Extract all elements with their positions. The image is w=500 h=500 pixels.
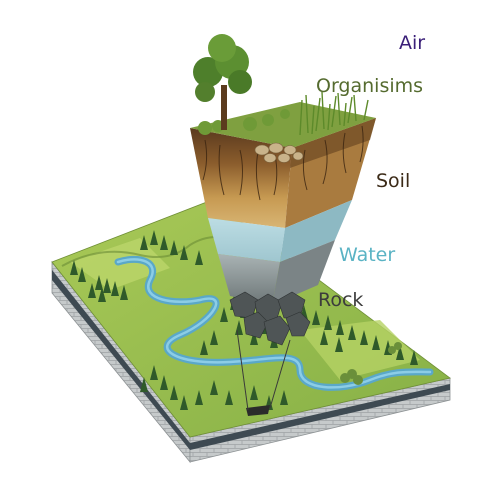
bedrock-strip (52, 270, 190, 450)
rock-label: Rock (318, 289, 364, 311)
rock-layer-front (218, 254, 280, 305)
water-label: Water (339, 244, 396, 266)
pebbles (254, 142, 304, 163)
organisms-label: Organisims (316, 75, 424, 97)
sinkhole-line-left (236, 329, 249, 411)
hills (61, 235, 236, 267)
bushes (340, 342, 402, 385)
rock-boulders (229, 291, 311, 346)
sinkhole-line-right (269, 339, 291, 409)
tree (193, 34, 252, 130)
sinkhole (246, 405, 270, 416)
tall-grass (299, 91, 369, 136)
meadow-patch-2 (300, 320, 420, 380)
water-layer-front (208, 218, 285, 262)
shrubs (198, 109, 290, 135)
water-layer-side (280, 200, 352, 262)
rock-layer-side (272, 240, 335, 305)
air-label: Air (399, 32, 426, 54)
bedrock-strip-right (190, 384, 450, 450)
river-highlight (116, 258, 432, 389)
soil-column (190, 34, 376, 346)
soil-label: Soil (376, 170, 411, 192)
soil-layer-side-shade (290, 118, 376, 168)
tree-trunk (221, 85, 227, 130)
